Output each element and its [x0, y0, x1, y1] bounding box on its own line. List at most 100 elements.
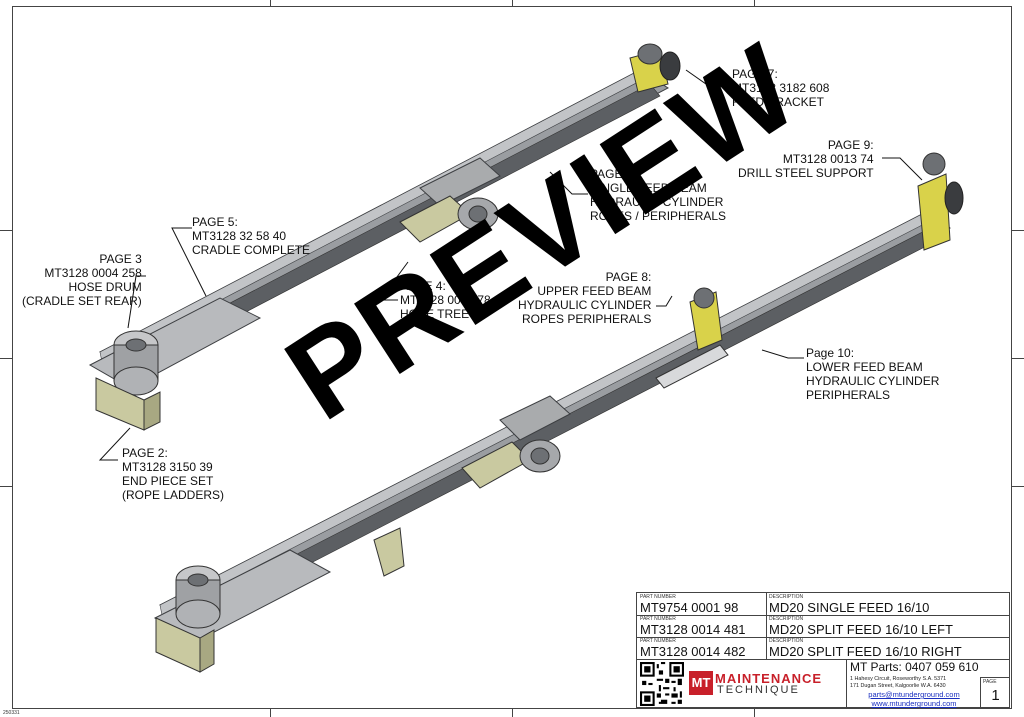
border-tick — [0, 486, 12, 487]
part-number-caption: PART NUMBER — [640, 616, 676, 622]
mt-logo-icon: MT — [689, 671, 713, 695]
description-caption: DESCRIPTION — [769, 638, 804, 644]
description-cell: DESCRIPTION MD20 SINGLE FEED 16/10 — [766, 593, 1009, 615]
border-tick — [754, 0, 755, 6]
callout-line: HYDRAULIC CYLINDER — [806, 374, 940, 388]
callout-line: HYDRAULIC CYLINDER — [518, 298, 652, 312]
company-logo: MT MAINTENANCE TECHNIQUE — [637, 659, 846, 707]
callout-line: HOSE DRUM — [68, 280, 142, 294]
page-caption: PAGE — [983, 679, 997, 685]
end-piece-upper — [95, 377, 161, 431]
part-number-caption: PART NUMBER — [640, 638, 676, 644]
description: MD20 SPLIT FEED 16/10 RIGHT — [769, 644, 962, 659]
website-link[interactable]: www.mtunderground.com — [871, 699, 957, 708]
title-row: PART NUMBER MT9754 0001 98 DESCRIPTION M… — [637, 593, 1009, 616]
callout-line: PAGE 7: — [732, 67, 778, 81]
callout-line: PAGE 9: — [827, 138, 874, 152]
email-link[interactable]: parts@mtunderground.com — [868, 690, 960, 699]
callout-line: PAGE 5: — [192, 215, 238, 229]
callout-page-8-single: PAGE 8: SINGLE FEED BEAM HYDRAULIC CYLIN… — [590, 167, 726, 223]
part-number: MT3128 0014 482 — [640, 644, 746, 659]
single-feed-beam — [88, 69, 669, 389]
drill-steel-support-lower — [689, 287, 723, 351]
callout-line: PAGE 3 — [99, 252, 142, 266]
feed-bracket-upper — [629, 43, 681, 93]
callout-page-5: PAGE 5: MT3128 32 58 40 CRADLE COMPLETE — [192, 215, 310, 257]
callout-line: CRADLE COMPLETE — [192, 243, 311, 257]
callout-line: (ROPE LADDERS) — [122, 488, 225, 502]
callout-line: FEED BRACKET — [732, 95, 825, 109]
callout-page-10: Page 10: LOWER FEED BEAM HYDRAULIC CYLIN… — [806, 346, 939, 402]
part-number-cell: PART NUMBER MT3128 0014 481 — [637, 615, 766, 637]
part-number: MT9754 0001 98 — [640, 600, 739, 615]
callout-page-9: PAGE 9: MT3128 0013 74 DRILL STEEL SUPPO… — [738, 138, 874, 180]
border-tick — [754, 709, 755, 717]
callout-page-7: PAGE 7: MT3128 3182 608 FEED BRACKET — [732, 67, 829, 109]
title-block: PART NUMBER MT9754 0001 98 DESCRIPTION M… — [636, 592, 1010, 708]
border-tick — [512, 709, 513, 717]
hose-drum-lower — [175, 565, 221, 629]
page-number-box: PAGE 1 — [980, 677, 1010, 708]
callout-line: PAGE 4: — [400, 279, 446, 293]
border-tick — [0, 358, 12, 359]
cradle-upper — [399, 195, 499, 243]
callout-line: DRILL STEEL SUPPORT — [738, 166, 874, 180]
callout-page-3: PAGE 3 MT3128 0004 258 HOSE DRUM (CRADLE… — [22, 252, 142, 308]
description-caption: DESCRIPTION — [769, 616, 804, 622]
title-row: PART NUMBER MT3128 0014 481 DESCRIPTION … — [637, 615, 1009, 638]
callout-line: SINGLE FEED BEAM — [590, 181, 707, 195]
description: MD20 SPLIT FEED 16/10 LEFT — [769, 622, 953, 637]
description-cell: DESCRIPTION MD20 SPLIT FEED 16/10 LEFT — [766, 615, 1009, 637]
part-number-cell: PART NUMBER MT3128 0014 482 — [637, 637, 766, 659]
part-number-cell: PART NUMBER MT9754 0001 98 — [637, 593, 766, 615]
callout-line: UPPER FEED BEAM — [537, 284, 652, 298]
callout-line: HOSE TREE — [400, 307, 470, 321]
callout-line: ROPES PERIPHERALS — [521, 312, 652, 326]
border-tick — [1012, 230, 1024, 231]
split-feed-beam — [153, 209, 951, 643]
callout-page-8-split: PAGE 8: UPPER FEED BEAM HYDRAULIC CYLIND… — [518, 270, 651, 326]
description: MD20 SINGLE FEED 16/10 — [769, 600, 930, 615]
callout-line: END PIECE SET — [122, 474, 214, 488]
callout-line: LOWER FEED BEAM — [806, 360, 923, 374]
callout-line: Page 10: — [806, 346, 855, 360]
address-line-1: 1 Hahesy Circuit, Roseworthy S.A. 5371 — [850, 676, 947, 682]
callout-line: PERIPHERALS — [806, 388, 891, 402]
border-tick — [270, 709, 271, 717]
cradle-lower — [373, 439, 561, 577]
column-divider — [766, 593, 767, 659]
address-line-2: 171 Dugan Street, Kalgoorlie W.A. 6430 — [850, 683, 946, 689]
border-tick — [1012, 486, 1024, 487]
callout-line: HYDRAULIC CYLINDER — [590, 195, 724, 209]
callout-line: (CRADLE SET REAR) — [22, 294, 142, 308]
callout-line: MT3128 0007 78 — [400, 293, 491, 307]
callout-line: MT3128 3182 608 — [732, 81, 830, 95]
drill-steel-support-upper — [917, 152, 964, 251]
part-number: MT3128 0014 481 — [640, 622, 746, 637]
contact-block: MT Parts: 0407 059 610 1 Hahesy Circuit,… — [846, 659, 981, 708]
leader-lines — [98, 69, 923, 461]
document-code: 250331 — [3, 710, 20, 716]
callout-line: MT3128 3150 39 — [122, 460, 213, 474]
callout-line: PAGE 8: — [590, 167, 636, 181]
brand-name-line2: TECHNIQUE — [717, 684, 800, 696]
callout-line: MT3128 0004 258 — [44, 266, 142, 280]
parts-phone: MT Parts: 0407 059 610 — [850, 660, 979, 674]
callout-line: PAGE 2: — [122, 446, 168, 460]
part-number-caption: PART NUMBER — [640, 594, 676, 600]
callout-line: PAGE 8: — [605, 270, 652, 284]
drawing-border — [12, 6, 1012, 709]
callout-page-4: PAGE 4: MT3128 0007 78 HOSE TREE — [400, 279, 491, 321]
page-number: 1 — [991, 687, 1000, 704]
border-tick — [270, 0, 271, 6]
callout-line: MT3128 32 58 40 — [192, 229, 287, 243]
title-row: PART NUMBER MT3128 0014 482 DESCRIPTION … — [637, 637, 1009, 660]
border-tick — [512, 0, 513, 6]
description-cell: DESCRIPTION MD20 SPLIT FEED 16/10 RIGHT — [766, 637, 1009, 659]
end-piece-lower — [155, 617, 215, 673]
qr-code-icon[interactable] — [640, 662, 684, 706]
callout-page-2: PAGE 2: MT3128 3150 39 END PIECE SET (RO… — [122, 446, 224, 502]
border-tick — [1012, 358, 1024, 359]
brand-name-line1: MAINTENANCE — [715, 671, 823, 686]
